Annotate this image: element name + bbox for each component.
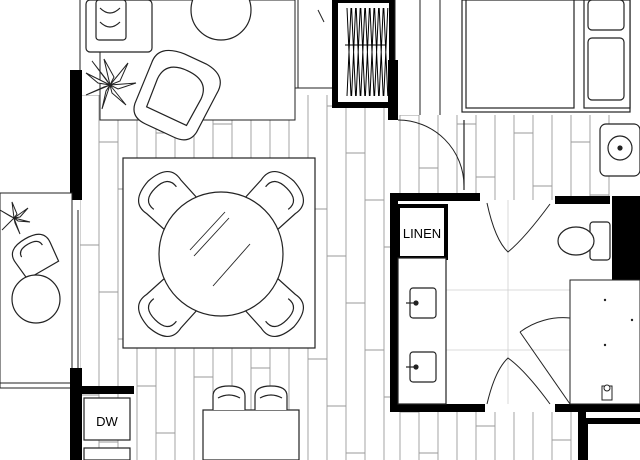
dishwasher-label: DW bbox=[96, 414, 118, 429]
linen-label: LINEN bbox=[403, 226, 441, 241]
dishwasher bbox=[83, 397, 131, 441]
sofa bbox=[85, 0, 153, 53]
bath-sink-top bbox=[599, 123, 640, 177]
kitchen-island bbox=[202, 409, 300, 460]
wall-dw-top bbox=[82, 386, 134, 394]
shower-door-leaf bbox=[519, 331, 571, 405]
vanity-sink-upper bbox=[406, 287, 437, 319]
shower-door-arc bbox=[519, 317, 571, 333]
wall-closet-right bbox=[388, 60, 398, 120]
door-mark bbox=[317, 9, 325, 23]
bath-door-swing-bottom bbox=[486, 357, 551, 405]
wall-left-upper bbox=[70, 70, 82, 200]
closet-hangers bbox=[346, 7, 389, 97]
shower-valve-icon bbox=[601, 384, 613, 401]
shower-drain-dots bbox=[603, 298, 634, 347]
wall-left-lower bbox=[70, 368, 82, 460]
bed bbox=[461, 0, 631, 113]
bath-wall-top-a bbox=[390, 193, 480, 201]
balcony-plant-icon bbox=[0, 201, 31, 235]
bar-stools bbox=[212, 385, 288, 410]
bath-wall-left bbox=[390, 193, 398, 412]
coffee-table bbox=[190, 0, 252, 41]
bath-wall-right bbox=[612, 196, 640, 281]
bedroom-door-swing bbox=[397, 119, 465, 187]
kitchen-counter-edge bbox=[83, 447, 131, 460]
bath-wall-bottom-a bbox=[390, 404, 485, 412]
potted-plant-icon bbox=[85, 58, 137, 110]
balcony-table bbox=[11, 274, 61, 324]
closet-frame bbox=[332, 0, 395, 108]
toilet bbox=[557, 221, 611, 261]
vanity-sink-lower bbox=[406, 351, 437, 383]
balcony-chair bbox=[11, 233, 60, 280]
dining-table bbox=[158, 191, 284, 317]
bath-wall-bottom-b bbox=[555, 404, 640, 412]
bath-wall-top-b bbox=[555, 196, 610, 204]
bath-door-swing-top bbox=[486, 202, 551, 253]
bath-wall-corner-inner bbox=[588, 424, 640, 460]
armchair bbox=[133, 49, 221, 141]
table-glass-reflection bbox=[189, 211, 251, 287]
